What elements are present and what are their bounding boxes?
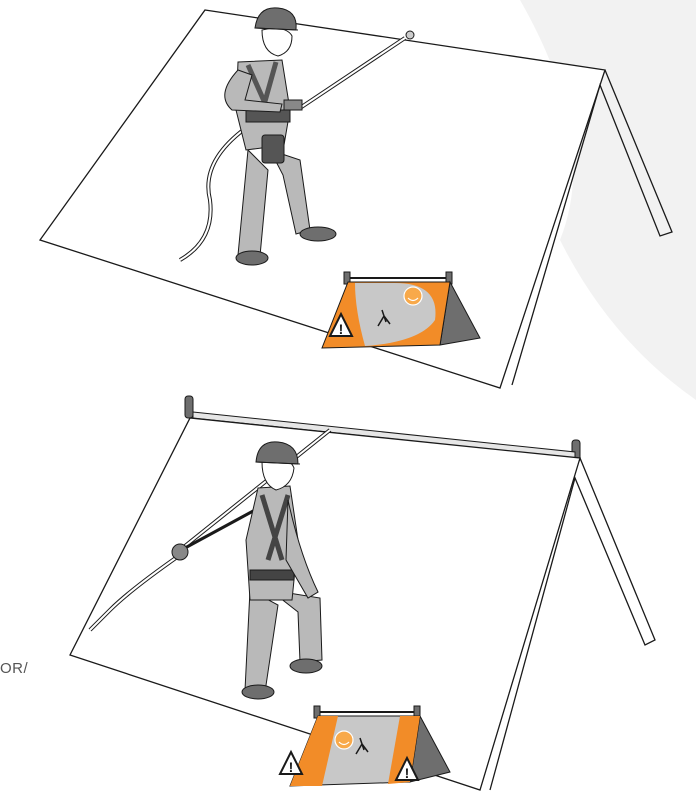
rope-device: [172, 544, 188, 560]
smiley-face-icon: [335, 731, 353, 749]
smiley-face-icon: [404, 287, 422, 305]
helmet-icon: [255, 8, 296, 30]
anchor-point: [406, 31, 414, 39]
rail-post-left: [185, 396, 193, 418]
bottom-scene: ! !: [70, 396, 655, 790]
side-label: OR/: [0, 660, 28, 677]
rope-device: [284, 100, 302, 110]
svg-text:!: !: [289, 759, 294, 775]
svg-text:!: !: [339, 321, 344, 337]
svg-text:!: !: [405, 765, 410, 781]
roof-plane-top: [40, 10, 605, 388]
